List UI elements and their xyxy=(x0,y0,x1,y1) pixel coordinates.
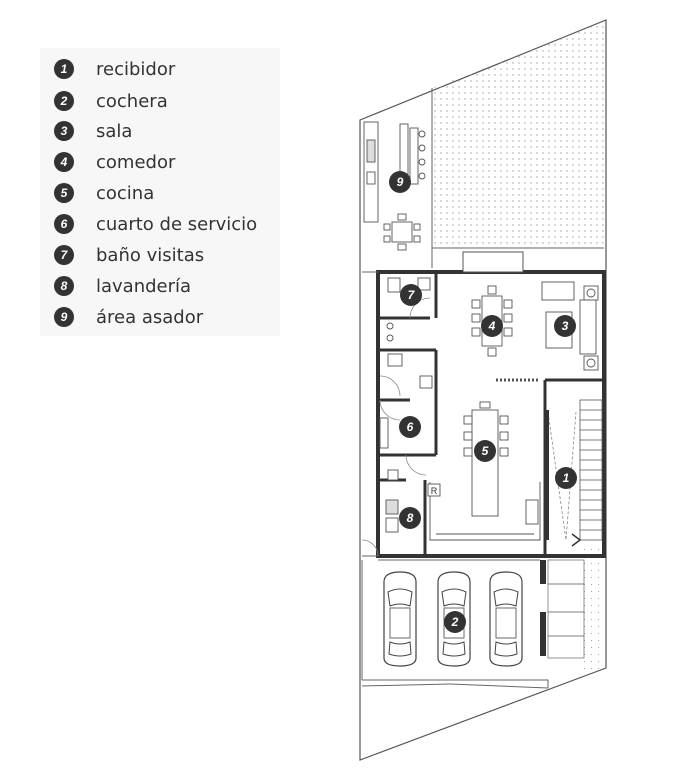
car-3 xyxy=(489,571,523,667)
marker-cuarto-de-servicio: 6 xyxy=(399,416,421,438)
marker-label-9: 9 xyxy=(397,175,404,189)
marker-label-4: 4 xyxy=(488,319,496,333)
bathroom-fixtures xyxy=(379,277,433,533)
marker-label-3: 3 xyxy=(562,319,569,333)
marker-label-7: 7 xyxy=(408,288,416,302)
legend-label-cuarto-de-servicio: cuarto de servicio xyxy=(96,213,258,235)
garage-column xyxy=(540,612,546,656)
legend-item-lavanderia: 8 lavandería xyxy=(54,273,191,299)
kitchen-counter xyxy=(429,482,541,541)
legend-item-comedor: 4 comedor xyxy=(54,149,175,175)
marker-area-asador: 9 xyxy=(389,171,411,193)
legend-label-cochera: cochera xyxy=(96,90,168,112)
legend-item-recibidor: 1 recibidor xyxy=(54,56,175,82)
number-badge-7: 7 xyxy=(54,245,74,265)
marker-cocina: 5 xyxy=(474,440,496,462)
legend-label-cocina: cocina xyxy=(96,182,155,204)
entry-stairs xyxy=(547,559,585,659)
number-badge-3: 3 xyxy=(54,121,74,141)
legend-label-area-asador: área asador xyxy=(96,306,204,328)
number-badge-5: 5 xyxy=(54,183,74,203)
garden-area xyxy=(432,22,604,248)
legend-item-cuarto-de-servicio: 6 cuarto de servicio xyxy=(54,211,257,237)
marker-label-2: 2 xyxy=(451,615,459,629)
legend-item-sala: 3 sala xyxy=(54,118,132,144)
legend-label-recibidor: recibidor xyxy=(96,58,176,80)
marker-label-8: 8 xyxy=(407,511,414,525)
marker-lavanderia: 8 xyxy=(399,507,421,529)
garage xyxy=(361,559,549,689)
side-garden-area xyxy=(582,548,604,678)
number-badge-4: 4 xyxy=(54,152,74,172)
marker-label-5: 5 xyxy=(482,444,489,458)
legend-label-bano-visitas: baño visitas xyxy=(96,244,205,266)
kitchen-island xyxy=(463,401,509,517)
marker-label-6: 6 xyxy=(407,420,414,434)
legend-label-comedor: comedor xyxy=(96,151,176,173)
number-badge-1: 1 xyxy=(54,59,74,79)
legend-item-cocina: 5 cocina xyxy=(54,180,154,206)
entry-arrow-icon xyxy=(571,533,582,547)
legend-item-area-asador: 9 área asador xyxy=(54,304,203,330)
legend-item-cochera: 2 cochera xyxy=(54,88,168,114)
entry-door xyxy=(546,410,549,540)
number-badge-6: 6 xyxy=(54,214,74,234)
legend-panel: 1 recibidor 2 cochera 3 sala 4 comedor 5… xyxy=(40,48,280,336)
marker-sala: 3 xyxy=(554,315,576,337)
garage-column xyxy=(540,560,546,584)
sliding-door xyxy=(462,251,524,273)
legend-label-sala: sala xyxy=(96,120,133,142)
marker-cochera: 2 xyxy=(444,611,466,633)
legend-label-lavanderia: lavandería xyxy=(96,275,192,297)
marker-bano-visitas: 7 xyxy=(400,284,422,306)
marker-label-1: 1 xyxy=(563,471,570,485)
marker-recibidor: 1 xyxy=(555,467,577,489)
refrigerator-label: R xyxy=(431,486,438,496)
number-badge-2: 2 xyxy=(54,91,74,111)
legend-item-bano-visitas: 7 baño visitas xyxy=(54,242,204,268)
number-badge-9: 9 xyxy=(54,307,74,327)
refrigerator: R xyxy=(427,483,441,497)
staircase xyxy=(579,399,603,541)
interior-walls xyxy=(380,272,604,556)
car-1 xyxy=(383,571,417,667)
grill-area-furniture xyxy=(363,121,426,251)
marker-comedor: 4 xyxy=(481,315,503,337)
number-badge-8: 8 xyxy=(54,276,74,296)
